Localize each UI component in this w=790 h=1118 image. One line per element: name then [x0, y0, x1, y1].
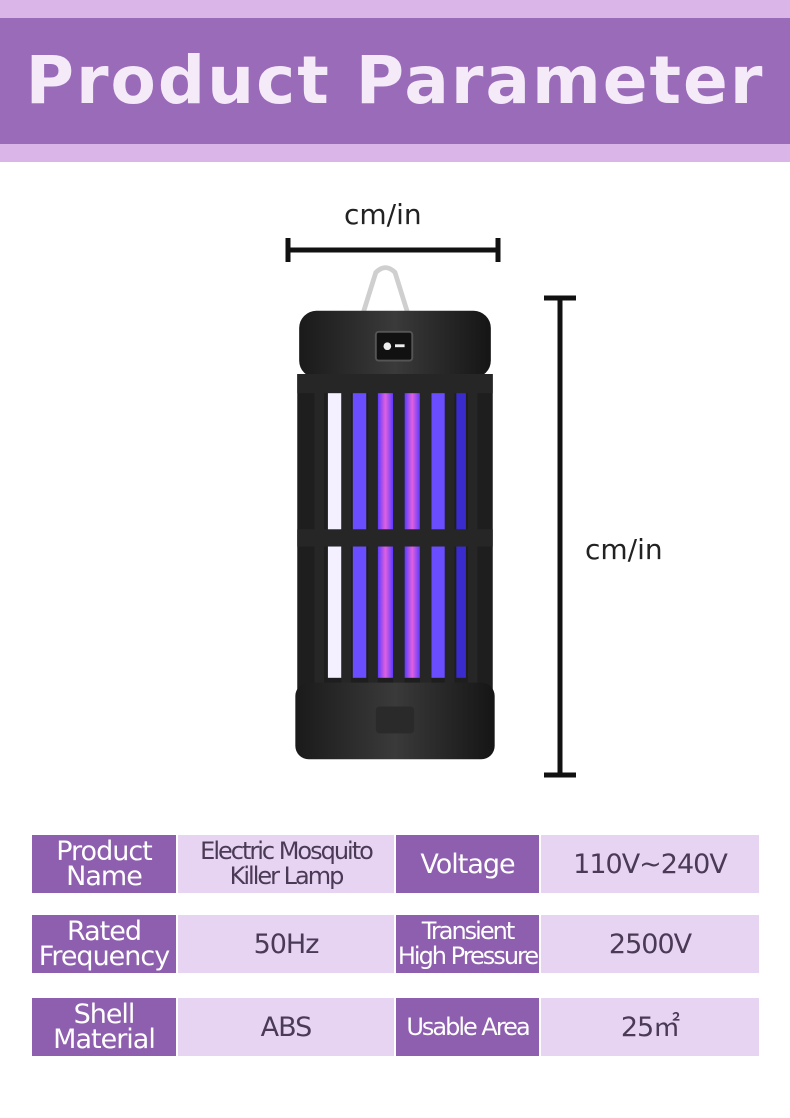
page-title: Product Parameter [25, 42, 765, 119]
product-name-label: Product Name [32, 835, 176, 893]
rated-frequency-label: Rated Frequency [32, 915, 176, 973]
voltage-label: Voltage [394, 835, 539, 893]
rated-frequency-value: 50Hz [176, 915, 394, 973]
height-dimension-label: cm/in [585, 533, 663, 566]
bug-zapper-lamp-image [295, 265, 495, 760]
shell-material-label: Shell Material [32, 998, 176, 1056]
voltage-value: 110V~240V [539, 835, 759, 893]
spec-row-2: Rated Frequency 50Hz Transient High Pres… [32, 915, 761, 973]
usable-area-value: 25㎡ [539, 998, 759, 1056]
width-dimension-label: cm/in [344, 198, 422, 231]
spec-row-3: Shell Material ABS Usable Area 25㎡ [32, 998, 761, 1056]
shell-material-value: ABS [176, 998, 394, 1056]
banner-bottom-strip [0, 144, 790, 162]
spec-row-1: Product Name Electric Mosquito Killer La… [32, 835, 761, 893]
transient-high-pressure-value: 2500V [539, 915, 759, 973]
transient-high-pressure-label: Transient High Pressure [394, 915, 539, 973]
product-name-value: Electric Mosquito Killer Lamp [176, 835, 394, 893]
banner [0, 18, 790, 144]
usable-area-label: Usable Area [394, 998, 539, 1056]
banner-top-strip [0, 0, 790, 18]
